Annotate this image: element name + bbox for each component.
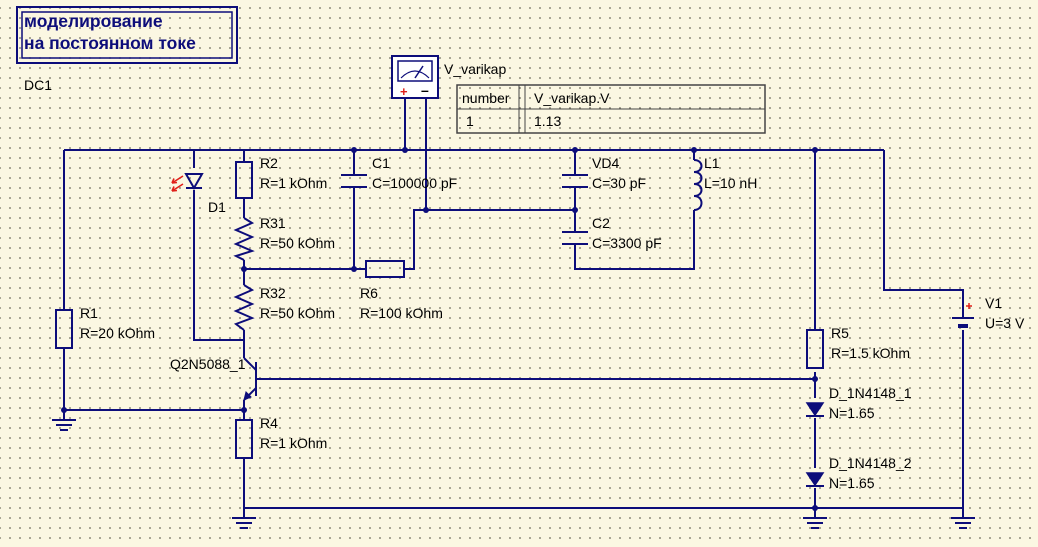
varicap-vd4[interactable] xyxy=(562,174,588,188)
ground-icon-4 xyxy=(951,508,975,529)
r32-name-label: R32 xyxy=(260,285,286,301)
junction-dot xyxy=(423,207,429,213)
r5-value-label: R=1.5 kOhm xyxy=(831,345,910,361)
r4-value-label: R=1 kOhm xyxy=(260,435,327,451)
table-header-value: V_varikap.V xyxy=(534,90,610,106)
dc-simulation-label[interactable]: DC1 xyxy=(24,77,52,93)
d2-name-label: D_1N4148_1 xyxy=(829,385,912,401)
junction-dot xyxy=(572,207,578,213)
l1-value-label: L=10 nH xyxy=(704,175,757,191)
c1-name-label: C1 xyxy=(372,155,390,171)
junction-dot xyxy=(241,407,247,413)
resistor-r31[interactable] xyxy=(233,217,255,261)
resistor-r4[interactable] xyxy=(235,419,253,459)
c2-value-label: C=3300 pF xyxy=(592,235,662,251)
r2-value-label: R=1 kOhm xyxy=(260,175,327,191)
table-header-number: number xyxy=(462,90,510,106)
vd4-name-label: VD4 xyxy=(592,155,619,171)
r32-value-label: R=50 kOhm xyxy=(260,305,335,321)
title-text: моделирование на постоянном токе xyxy=(24,10,196,54)
led-d1[interactable] xyxy=(171,173,204,192)
resistor-r5[interactable] xyxy=(806,329,824,369)
r31-name-label: R31 xyxy=(260,215,286,231)
junction-dot xyxy=(812,147,818,153)
probe-name-label[interactable]: V_varikap xyxy=(444,61,506,77)
r2-name-label: R2 xyxy=(260,155,278,171)
r1-name-label: R1 xyxy=(80,305,98,321)
battery-v1[interactable] xyxy=(952,303,974,328)
wires xyxy=(63,97,964,518)
ground-icon-1 xyxy=(52,410,76,431)
junction-dot xyxy=(402,147,408,153)
capacitor-c2[interactable] xyxy=(562,231,588,245)
transistor-collector xyxy=(243,357,257,371)
ground-icon-3 xyxy=(803,508,827,529)
r31-value-label: R=50 kOhm xyxy=(260,235,335,251)
transistor-q1[interactable] xyxy=(243,357,272,401)
diode-d1n4148-1[interactable] xyxy=(805,402,825,417)
junction-dot xyxy=(812,376,818,382)
r4-name-label: R4 xyxy=(260,415,278,431)
v1-name-label: V1 xyxy=(985,295,1002,311)
r5-name-label: R5 xyxy=(831,325,849,341)
d3-name-label: D_1N4148_2 xyxy=(829,455,912,471)
title-line-1: моделирование xyxy=(24,11,163,31)
transistor-arrow-icon xyxy=(243,391,252,401)
resistor-r6[interactable] xyxy=(365,260,405,278)
d2-value-label: N=1.65 xyxy=(829,405,875,421)
resistor-r32[interactable] xyxy=(233,284,255,331)
led-triangle xyxy=(184,173,204,191)
r6-name-label: R6 xyxy=(360,285,378,301)
r6-value-label: R=100 kOhm xyxy=(360,305,443,321)
probe-plus-sign: + xyxy=(400,84,408,99)
d1-name-label: D1 xyxy=(208,199,226,215)
probe-minus-sign: – xyxy=(421,82,429,98)
d3-value-label: N=1.65 xyxy=(829,475,875,491)
ground-icon-2 xyxy=(232,508,256,529)
probe-needle-icon xyxy=(414,65,424,79)
inductor-l1[interactable] xyxy=(693,159,703,211)
voltage-probe[interactable]: + – xyxy=(391,55,439,99)
c1-value-label: C=100000 pF xyxy=(372,175,457,191)
led-light-icon xyxy=(171,175,184,192)
table-cell-value: 1.13 xyxy=(534,113,561,129)
junction-dot xyxy=(691,147,697,153)
resistor-r1[interactable] xyxy=(55,309,73,349)
title-line-2: на постоянном токе xyxy=(24,33,196,53)
probe-meter-arc xyxy=(400,70,430,79)
junction-dot xyxy=(351,147,357,153)
l1-name-label: L1 xyxy=(704,155,720,171)
diode-d1n4148-2[interactable] xyxy=(805,472,825,487)
junction-dot xyxy=(572,147,578,153)
junction-dot xyxy=(351,266,357,272)
vd4-value-label: C=30 pF xyxy=(592,175,646,191)
q1-name-label: Q2N5088_1 xyxy=(170,356,246,372)
results-table[interactable]: number V_varikap.V 1 1.13 xyxy=(456,84,766,134)
c2-name-label: C2 xyxy=(592,215,610,231)
resistor-r2[interactable] xyxy=(235,161,253,199)
wire-right-v1 xyxy=(883,150,964,305)
wire-mid-junction xyxy=(244,209,575,270)
table-cell-number: 1 xyxy=(466,113,474,129)
capacitor-c1[interactable] xyxy=(341,174,367,188)
r1-value-label: R=20 kOhm xyxy=(80,325,155,341)
title-box[interactable] xyxy=(16,6,238,64)
junction-dots xyxy=(61,147,818,511)
v1-value-label: U=3 V xyxy=(985,315,1025,331)
junction-dot xyxy=(241,266,247,272)
